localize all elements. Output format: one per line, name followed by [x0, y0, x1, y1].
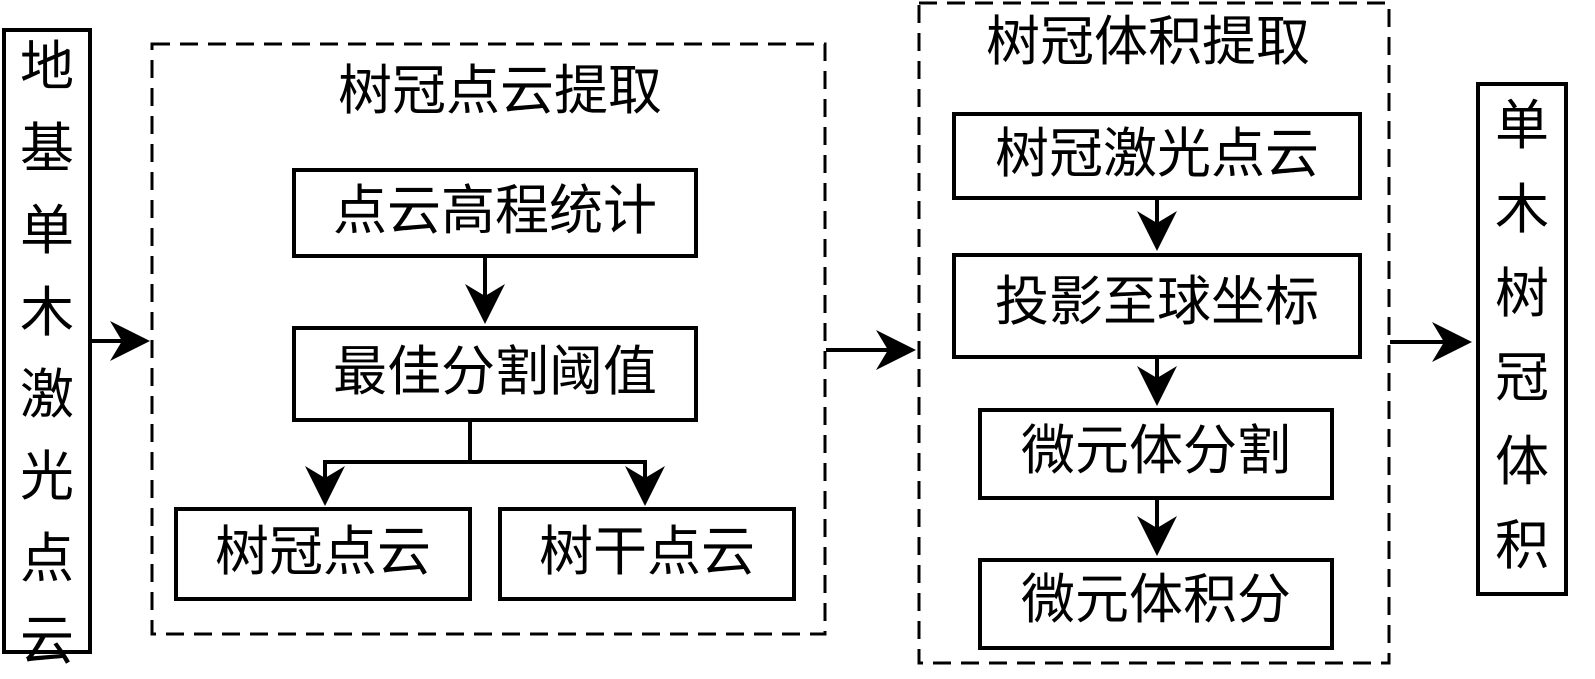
micro-segmentation-label: 微元体分割 [1021, 419, 1291, 482]
vertical-label-char: 单 [20, 199, 74, 262]
best-threshold-label: 最佳分割阈值 [333, 340, 657, 403]
project-spherical-label: 投影至球坐标 [995, 270, 1319, 333]
crown-extraction-group: 树冠点云提取 点云高程统计 最佳分割阈值 树冠点云 树干点云 [150, 42, 827, 636]
crown-laser-points-label: 树冠激光点云 [995, 122, 1319, 185]
vertical-label-char: 体 [1495, 430, 1549, 493]
micro-segmentation-box [978, 408, 1334, 500]
volume-extraction-title: 树冠体积提取 [986, 10, 1310, 73]
best-threshold-box [292, 326, 698, 422]
crown-points-box [174, 507, 472, 601]
vertical-label-char: 激 [20, 363, 74, 426]
vertical-label-char: 木 [1495, 178, 1549, 241]
vertical-label-char: 基 [20, 117, 74, 180]
trunk-points-label: 树干点云 [539, 520, 755, 583]
trunk-points-box [498, 507, 796, 601]
vertical-label-char: 积 [1495, 514, 1549, 577]
volume-extraction-frame [917, 1, 1391, 665]
vertical-label-char: 单 [1495, 94, 1549, 157]
output-node: 单木树冠体积 [1476, 82, 1568, 596]
micro-integration-box [978, 558, 1334, 650]
input-node: 地基单木激光点云 [2, 28, 92, 672]
output-box [1476, 82, 1568, 596]
vertical-label-char: 点 [20, 527, 74, 590]
vertical-label-char: 木 [20, 281, 74, 344]
micro-integration-label: 微元体积分 [1021, 568, 1291, 631]
elevation-stats-label: 点云高程统计 [333, 179, 657, 242]
crown-extraction-frame [150, 42, 827, 636]
vertical-label-char: 光 [20, 445, 74, 508]
crown-extraction-title: 树冠点云提取 [338, 59, 662, 122]
input-box [2, 28, 92, 654]
vertical-label-char: 树 [1495, 262, 1549, 325]
vertical-label-char: 冠 [1495, 346, 1549, 409]
arrow-threshold-to-trunk-points [470, 460, 665, 506]
vertical-label-char: 云 [20, 609, 74, 672]
volume-extraction-group: 树冠体积提取 树冠激光点云 投影至球坐标 微元体分割 微元体积分 [917, 1, 1391, 665]
elevation-stats-box [292, 168, 698, 258]
input-label: 地基单木激光点云 [20, 35, 74, 672]
arrow-threshold-to-crown-points [305, 420, 472, 506]
crown-points-label: 树冠点云 [215, 520, 431, 583]
output-label: 单木树冠体积 [1495, 94, 1549, 577]
vertical-label-char: 地 [20, 35, 74, 98]
crown-laser-points-box [952, 112, 1362, 200]
